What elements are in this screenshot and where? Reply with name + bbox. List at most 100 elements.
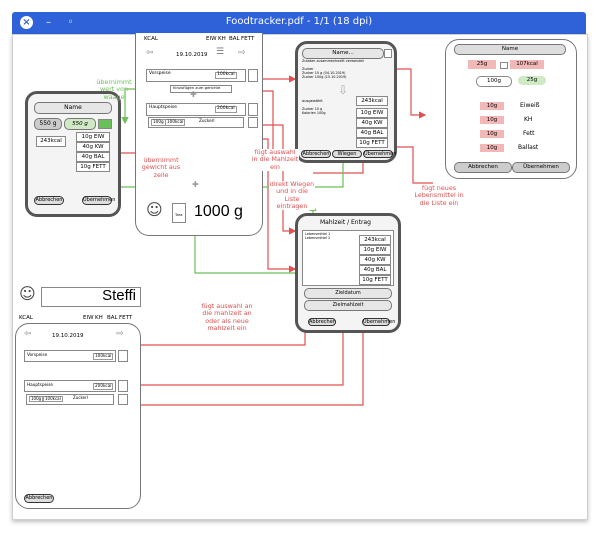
close-icon[interactable]: × <box>20 16 33 29</box>
add-hint-row[interactable]: hinzufügen zum gerichte <box>170 85 232 93</box>
bottom-entry-edit[interactable] <box>118 394 128 405</box>
bottom-entry-amount: 100g <box>29 396 44 403</box>
detail-section: ausgewählt <box>302 99 323 103</box>
new-food-panel: Name 25g 107kcal 100g 25g 10g Eiweiß 10g… <box>445 39 577 179</box>
nutrient-bal: 40g BAL <box>76 152 110 162</box>
note-adds-to-meal: fügt auswahl in die Mahlzeit ein <box>251 148 299 172</box>
nutrient-row-3-value[interactable]: 10g <box>480 130 504 138</box>
bottom-entry-kcal: 100kcal <box>43 396 63 403</box>
weight-from-scale-button[interactable]: 550 g <box>64 118 96 130</box>
meal-entry-kcal: 243kcal <box>359 235 391 245</box>
bottom-entry-name: Zuckerl <box>73 395 88 400</box>
nutrient-row-4-label: Ballast <box>518 144 539 151</box>
entry-edit[interactable] <box>248 117 258 128</box>
prev-day-icon[interactable]: ⇦ <box>146 48 154 58</box>
nutrient-row-2-label: KH <box>524 116 533 123</box>
meal-entry-confirm-button[interactable]: Übernehmen <box>362 318 396 326</box>
name-panel-cancel-button[interactable]: Abbrechen <box>34 196 64 205</box>
meal-2-edit[interactable] <box>248 103 258 116</box>
new-food-confirm-button[interactable]: Übernehmen <box>512 162 570 173</box>
tara-label: Tara <box>175 213 183 217</box>
bottom-cancel-button[interactable]: Abbrechen <box>24 494 54 503</box>
bottom-meal-2-edit[interactable] <box>118 380 128 392</box>
bottom-date-label: 19.10.2019 <box>52 333 84 339</box>
meal-row-2[interactable]: Hauptspeise 200kcal <box>146 103 246 116</box>
scale-toggle[interactable] <box>98 119 112 129</box>
bottom-next-day-icon[interactable]: ⇨ <box>116 329 124 339</box>
bottom-header-eiw: EIW <box>83 315 94 321</box>
new-food-amount2[interactable]: 100g <box>476 76 512 87</box>
bottom-prev-day-icon[interactable]: ⇦ <box>24 329 32 339</box>
meal-1-edit[interactable] <box>248 69 258 82</box>
new-food-equals-icon <box>500 62 508 69</box>
note-takes-value-from-scale: übernimmt wert von waage <box>96 78 132 101</box>
meal-entry-line-2: Lebensmittel 2 <box>305 236 331 240</box>
detail-down-icon: ⇩ <box>338 83 349 97</box>
detail-subtitle: Zutaten zusammenhoellt verwendet <box>302 59 364 63</box>
name-panel: Name 550 g 550 g 243kcal 10g EIW 40g KW … <box>25 91 121 217</box>
add-plus-icon[interactable]: ✚ <box>190 90 197 99</box>
weight-field[interactable]: 550 g <box>34 118 62 130</box>
detail-name-field[interactable]: Name... <box>302 48 384 59</box>
menu-icon[interactable]: ☰ <box>216 47 225 57</box>
detail-kw: 40g KW <box>356 118 388 128</box>
detail-weigh-button[interactable]: Wiegen <box>332 150 362 158</box>
user-name: Steffi <box>102 287 136 304</box>
detail-fett: 10g FETT <box>356 138 388 148</box>
meal-entry-line-1: Lebensmittel 1 <box>305 232 331 236</box>
header-fett: FETT <box>241 36 255 42</box>
detail-kcal: 243kcal <box>356 96 388 106</box>
user-smiley-icon: ☺ <box>19 284 36 303</box>
detail-line-1: Zucker <box>302 67 314 71</box>
meal-entry-cancel-button[interactable]: Abbrechen <box>308 318 336 326</box>
name-panel-confirm-button[interactable]: Übernehmen <box>82 196 116 205</box>
add-entry-plus-icon[interactable]: ✚ <box>192 180 199 189</box>
meal-entry-list: Lebensmittel 1 Lebensmittel 2 243kcal 10… <box>302 230 394 286</box>
next-day-icon[interactable]: ⇨ <box>238 48 246 58</box>
user-name-field[interactable]: Steffi <box>41 287 141 307</box>
maximize-icon[interactable]: ◦ <box>67 17 74 28</box>
nutrient-eiw: 10g EIW <box>76 132 110 142</box>
nutrient-row-4-value[interactable]: 10g <box>480 144 504 152</box>
note-adds-new-food: fügt neues Lebensmittel in die Liste ein <box>411 184 467 208</box>
bottom-entry-row[interactable]: 100g 100kcal Zuckerl <box>26 394 114 405</box>
bottom-header-kcal: KCAL <box>19 315 33 321</box>
detail-cancel-button[interactable]: Abbrechen <box>301 150 331 158</box>
bottom-meal-row-2[interactable]: Hauptspeise 200kcal <box>24 380 116 392</box>
target-date-button[interactable]: Zieldatum <box>304 288 392 299</box>
bottom-meal-2-kcal: 200kcal <box>93 383 114 390</box>
new-food-kcal[interactable]: 107kcal <box>510 60 544 69</box>
title-bar: × – ◦ Foodtracker.pdf - 1/1 (18 dpi) <box>12 12 586 34</box>
new-food-amount[interactable]: 25g <box>468 60 496 69</box>
entry-row[interactable]: 100g 100kcal Zuckerl <box>148 117 244 128</box>
main-screen: KCAL EIW KH BAL FETT ⇦ 19.10.2019 ☰ ⇨ Vo… <box>135 33 263 236</box>
nutrient-row-2-value[interactable]: 10g <box>480 116 504 124</box>
smiley-icon: ☺ <box>146 200 163 219</box>
detail-search-icon[interactable] <box>384 49 392 58</box>
bottom-meal-2-name: Hauptspeise <box>27 382 54 387</box>
new-food-cancel-button[interactable]: Abbrechen <box>454 162 512 173</box>
minimize-icon[interactable]: – <box>46 17 51 28</box>
date-label: 19.10.2019 <box>176 52 208 58</box>
nutrient-row-1-label: Eiweiß <box>520 102 540 109</box>
detail-confirm-button[interactable]: Übernehmen <box>363 150 397 158</box>
header-bal: BAL <box>229 36 240 42</box>
nutrient-row-3-label: Fett <box>523 130 535 137</box>
detail-bal: 40g BAL <box>356 128 388 138</box>
bottom-meal-row-1[interactable]: Vorspeise 100kcal <box>24 350 116 362</box>
nutrient-fett: 10g FETT <box>76 162 110 172</box>
new-food-right-value[interactable]: 25g <box>518 76 546 85</box>
note-adds-to-or-new-meal: fügt auswahl an die mahlzeit an oder als… <box>201 302 253 333</box>
add-hint-text: hinzufügen zum gerichte <box>173 85 221 90</box>
new-food-name-field[interactable]: Name <box>454 44 566 55</box>
nutrient-row-1-value[interactable]: 10g <box>480 102 504 110</box>
tara-button[interactable]: Tara <box>172 203 186 223</box>
header-kh: KH <box>218 36 226 42</box>
meal-1-kcal: 100kcal <box>215 72 237 79</box>
target-meal-button[interactable]: Zielmahlzeit <box>304 300 392 311</box>
bottom-meal-1-edit[interactable] <box>118 350 128 362</box>
detail-sub-line-2: Kalorien 100g <box>302 111 326 115</box>
entry-kcal: 100kcal <box>165 119 186 126</box>
name-field[interactable]: Name <box>34 102 112 114</box>
meal-row-1[interactable]: Vorspeise 100kcal <box>146 69 246 82</box>
